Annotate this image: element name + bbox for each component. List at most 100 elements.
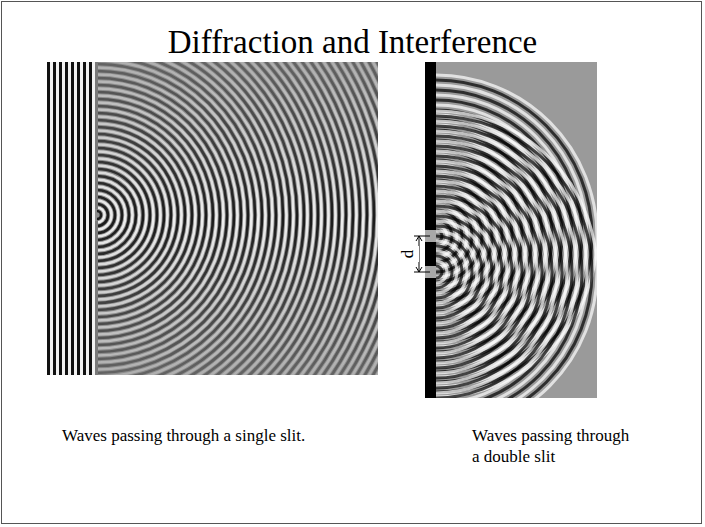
wavefront [97,62,371,375]
wavefront [97,62,378,375]
wavefront [97,211,101,219]
wavefront [71,62,74,375]
wavefront [97,62,378,375]
slide-title: Diffraction and Interference [0,22,705,62]
wavefront [436,246,462,298]
wavefront [97,62,378,375]
wavefront [97,62,378,375]
wavefront [97,62,378,375]
wavefront [50,62,53,375]
wavefront [97,62,357,375]
wavefront [59,62,62,375]
wavefront [97,62,378,375]
wavefront [97,62,378,375]
wavefront [97,62,378,375]
wavefront [97,62,378,375]
wavefront [97,197,115,233]
dimension-label: d [397,246,419,262]
wavefront [436,261,447,283]
wavefront [97,62,294,375]
wavefront [436,256,452,288]
wavefront [436,251,457,293]
wavefront [97,62,378,375]
wavefront [53,62,56,375]
wavefront [97,162,150,268]
wavefront [436,201,507,343]
wavefront [77,62,80,375]
wavefront [436,266,442,278]
wavefront [97,62,364,375]
wavefront [97,62,378,375]
wavefront [97,62,378,375]
wavefront [56,62,59,375]
wavefront [80,62,83,375]
wavefront [97,62,332,375]
wavefront [97,62,343,375]
wavefront [97,62,339,375]
wavefront [97,62,318,375]
wavefront [97,62,304,375]
wavefront [92,62,95,375]
wavefront [97,62,378,375]
wavefront [436,241,467,303]
wavefront [97,62,378,375]
wavefront [97,62,315,375]
wavefront [436,191,517,353]
wavefront [97,62,378,375]
wavefront [97,62,329,375]
wavefront [97,62,378,375]
wavefront [97,62,378,375]
wavefront [97,62,378,375]
wavefront [74,62,77,375]
wavefront [97,62,374,375]
wavefront [97,62,378,375]
wavefront [97,62,378,375]
wavefront [97,62,378,375]
wavefront [97,62,378,375]
wavefront [97,62,378,375]
double-slit-image [275,62,597,433]
wavefront [97,62,378,375]
wavefront [97,62,378,375]
wavefront [97,208,105,223]
wavefront [89,62,92,375]
wavefront [97,62,378,375]
wavefront [47,62,50,375]
wavefront [97,62,353,375]
wavefront [436,111,597,398]
wavefront [97,62,325,375]
wavefront [436,206,502,338]
wavefront [97,62,367,375]
wavefront [436,146,562,398]
wavefront [97,62,378,375]
wavefront [97,62,378,375]
wavefront [97,62,378,375]
wavefront [65,62,68,375]
wavefront [97,201,112,230]
wavefront [436,156,552,388]
wavefront [436,151,557,393]
wavefront [83,62,86,375]
wavefront [97,62,378,375]
wavefront [97,194,119,237]
wavefront [68,62,71,375]
wavefront [97,62,378,375]
wavefront [97,166,147,265]
wavefront [97,62,378,375]
wavefront [97,62,308,375]
wavefront [97,62,346,375]
wavefront [97,96,217,335]
wavefront [62,62,65,375]
wavefront [97,62,378,375]
wavefront [97,62,378,375]
wavefront [97,204,108,226]
wavefront [436,196,512,348]
wavefront [97,62,311,375]
wavefront [97,62,360,375]
wavefront [97,127,185,303]
wavefront [97,62,378,375]
wavefront [97,62,350,375]
wavefront [97,62,378,375]
wavefront [97,62,378,375]
